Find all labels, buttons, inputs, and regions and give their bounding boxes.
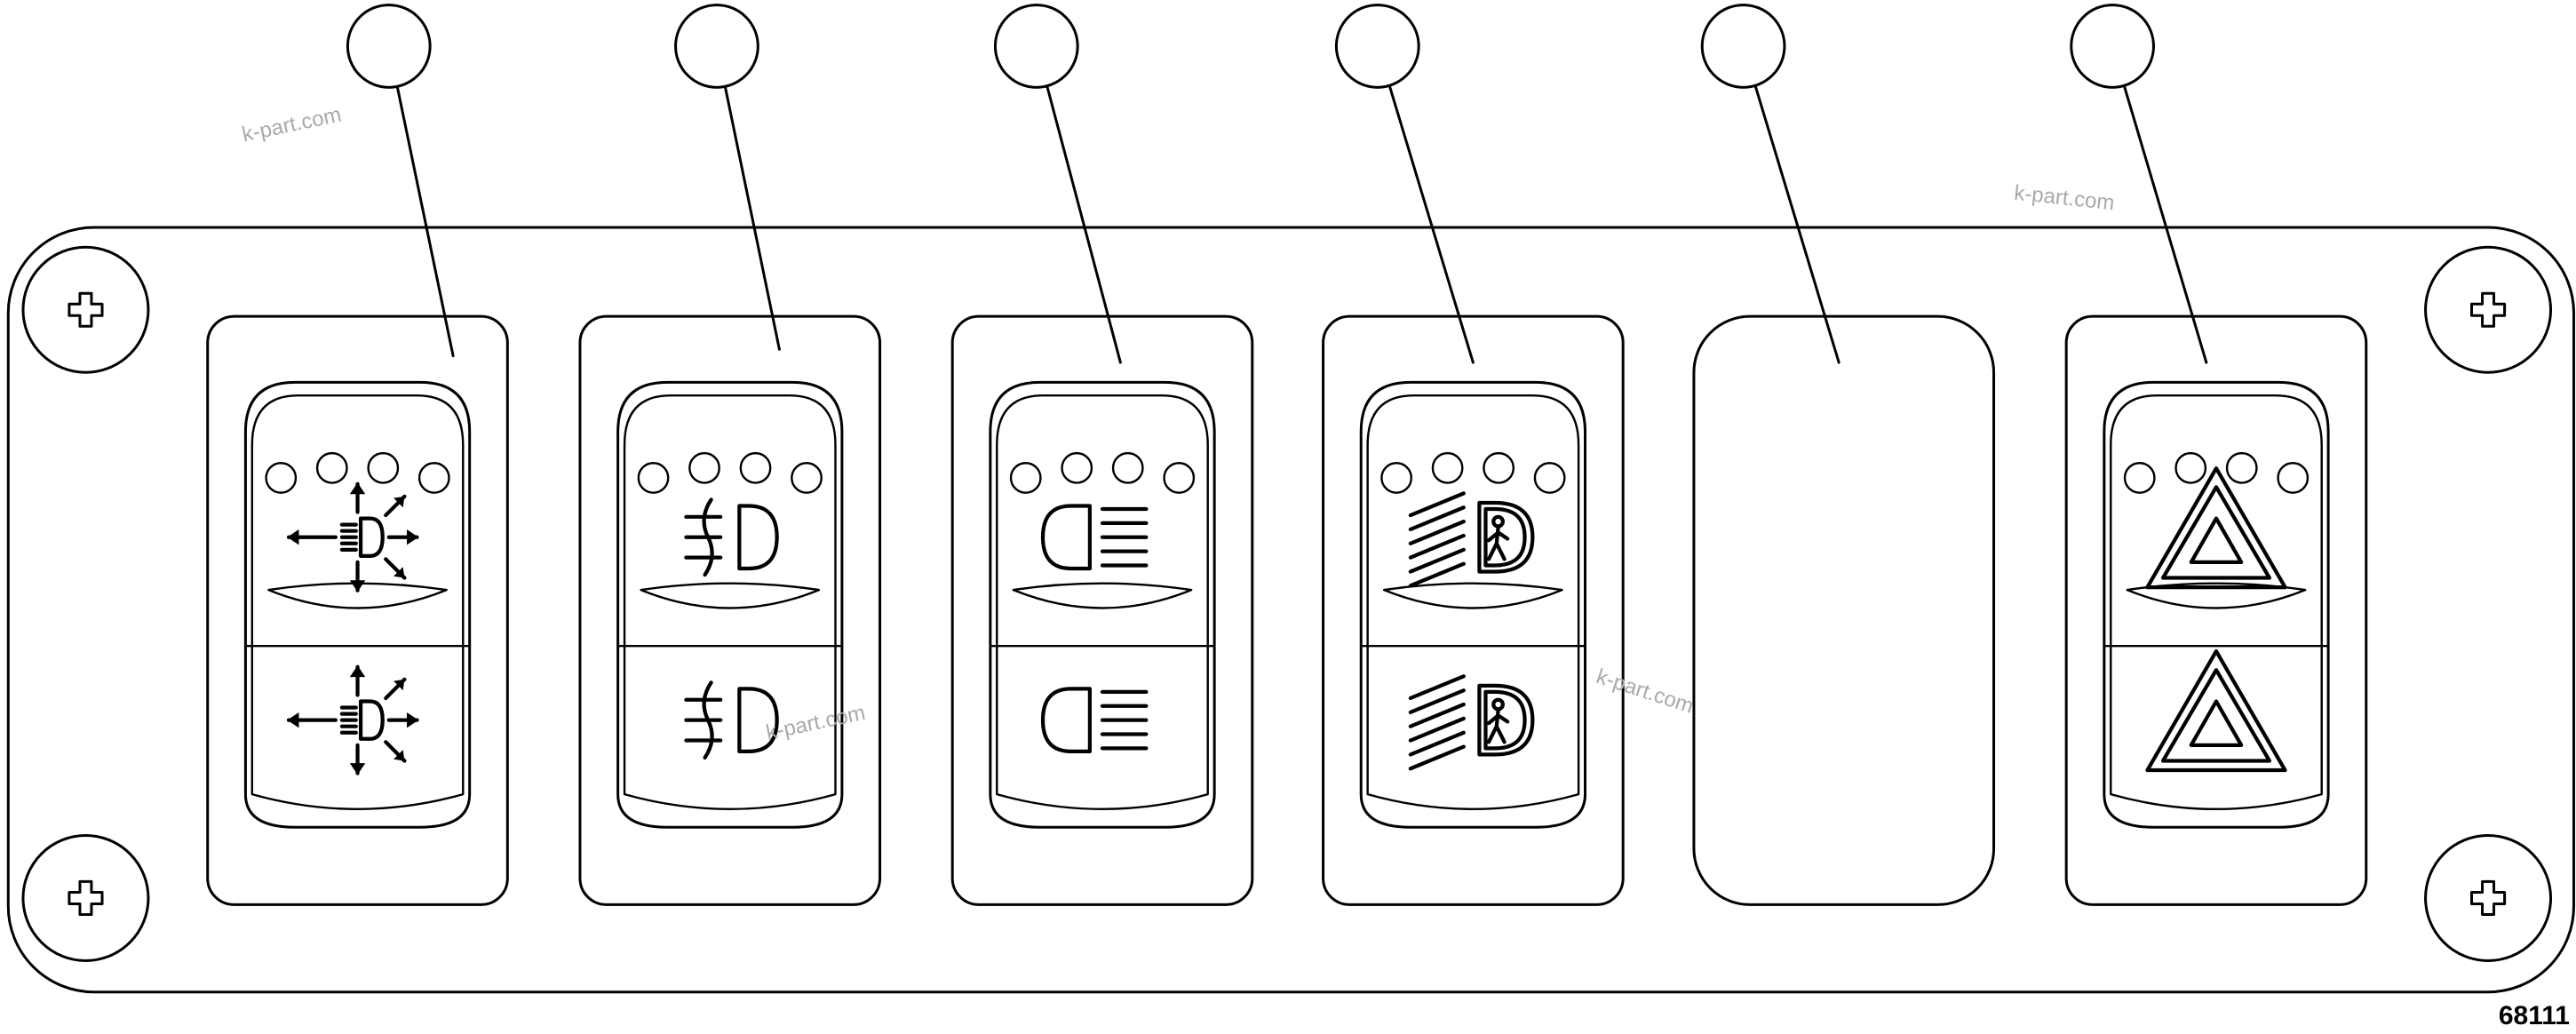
leader-line	[2122, 84, 2208, 364]
callout-6	[2070, 4, 2208, 364]
rocker-ridge	[640, 582, 821, 609]
indicator-led	[2225, 451, 2258, 484]
leader-line	[1387, 84, 1475, 364]
callout-3	[993, 4, 1122, 364]
switch-bezel	[1692, 314, 1996, 906]
headlight-icon	[1040, 687, 1149, 753]
rocker-switch	[1359, 380, 1587, 829]
phillips-screw-icon	[21, 833, 150, 962]
indicator-led	[1061, 451, 1093, 484]
hazard-triangle-icon	[2145, 648, 2287, 773]
callout-2	[674, 4, 781, 351]
watermark-text: k-part.com	[1594, 664, 1697, 719]
switch-bezel	[2064, 314, 2368, 906]
switch-bezel	[950, 314, 1254, 906]
switch-bezel	[206, 314, 509, 906]
figure-number: 68111	[2499, 1001, 2570, 1030]
watermark-text: k-part.com	[764, 701, 867, 745]
phillips-screw-icon	[2424, 833, 2553, 962]
switch-headlights[interactable]	[950, 314, 1254, 906]
headlight-icon	[1040, 504, 1149, 571]
indicator-led	[417, 462, 450, 494]
indicator-led	[739, 451, 772, 484]
switch-work-lights[interactable]	[206, 314, 509, 906]
callout-circle	[346, 4, 432, 89]
rocker-ridge	[1383, 582, 1563, 609]
work-light-icon	[286, 481, 419, 593]
indicator-led	[688, 451, 720, 484]
work-light-icon	[286, 664, 419, 776]
watermark-text: k-part.com	[240, 102, 343, 147]
callout-circle	[674, 4, 759, 89]
indicator-led	[315, 451, 348, 484]
callout-circle	[993, 4, 1079, 89]
indicator-led	[265, 462, 298, 494]
callout-circle	[1700, 4, 1786, 89]
fog-light-icon	[684, 680, 779, 760]
rocker-switch	[243, 380, 472, 829]
switch-blank[interactable]	[1692, 314, 1996, 906]
indicator-led	[2277, 462, 2310, 494]
indicator-led	[791, 462, 823, 494]
indicator-led	[2174, 451, 2207, 484]
indicator-led	[1533, 462, 1566, 494]
indicator-led	[1380, 462, 1413, 494]
hazard-triangle-icon	[2145, 466, 2287, 590]
indicator-led	[1009, 462, 1042, 494]
rocker-ridge	[2126, 582, 2307, 609]
pedestrian-light-icon	[1408, 491, 1535, 588]
indicator-led	[1163, 462, 1196, 494]
watermark-text: k-part.com	[2013, 181, 2116, 216]
leader-line	[395, 84, 455, 358]
callout-4	[1334, 4, 1475, 364]
leader-line	[723, 84, 781, 351]
phillips-screw-icon	[2424, 245, 2553, 374]
indicator-led	[1111, 451, 1144, 484]
callout-circle	[2070, 4, 2155, 89]
switch-pedestrian-lights[interactable]	[1322, 314, 1625, 906]
switch-fog-lights[interactable]	[578, 314, 882, 906]
callout-5	[1700, 4, 1841, 364]
phillips-screw-icon	[21, 245, 150, 374]
indicator-led	[637, 462, 670, 494]
indicator-led	[2123, 462, 2156, 494]
fog-light-icon	[684, 497, 779, 577]
switch-bezel	[578, 314, 882, 906]
indicator-led	[367, 451, 400, 484]
rocker-switch	[989, 380, 1216, 829]
mounting-plate	[6, 226, 2576, 994]
indicator-led	[1431, 451, 1464, 484]
leader-line	[1753, 84, 1841, 364]
callout-1	[346, 4, 455, 358]
rocker-switch	[616, 380, 844, 829]
callout-circle	[1334, 4, 1420, 89]
switch-hazard[interactable]	[2064, 314, 2368, 906]
rocker-switch	[2103, 380, 2330, 829]
switch-bezel	[1322, 314, 1625, 906]
pedestrian-light-icon	[1408, 674, 1535, 771]
rocker-ridge	[267, 582, 448, 609]
leader-line	[1046, 84, 1122, 364]
indicator-led	[1483, 451, 1515, 484]
rocker-ridge	[1012, 582, 1193, 609]
